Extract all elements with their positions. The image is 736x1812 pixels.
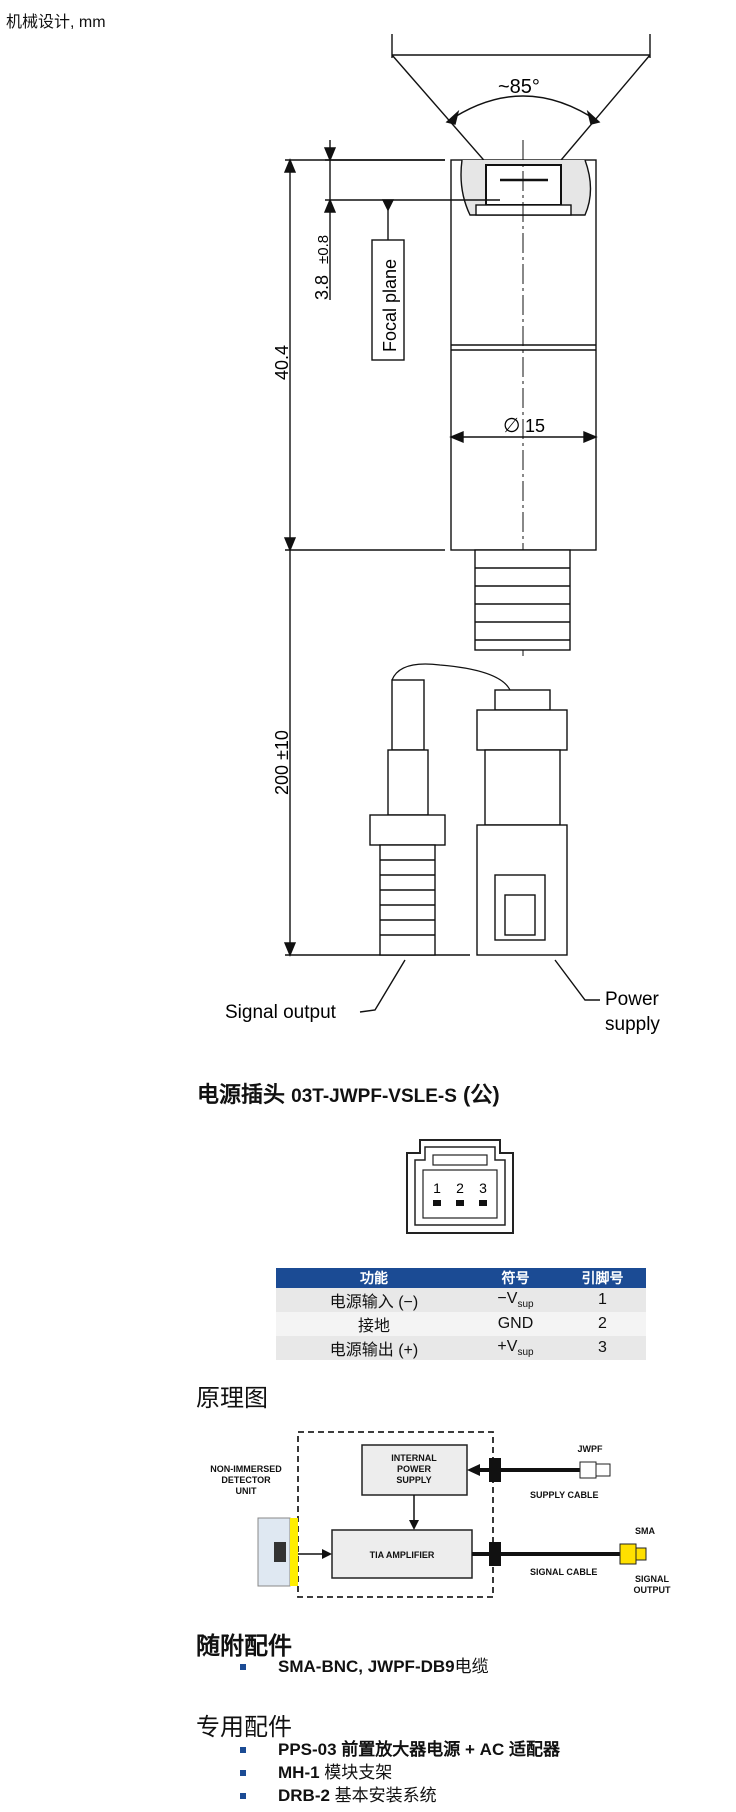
header-symbol: 符号 — [472, 1268, 559, 1288]
connector-title-cn: 电源插头 — [197, 1082, 286, 1107]
special-accessories-list: PPS-03 前置放大器电源 + AC 适配器 MH-1 模块支架 DRB-2 … — [240, 1738, 560, 1807]
power-connector — [476, 709, 568, 751]
detector-label-line2: DETECTOR — [221, 1475, 271, 1485]
tia-label: TIA AMPLIFIER — [370, 1550, 435, 1560]
principle-title: 原理图 — [196, 1384, 268, 1412]
principle-diagram: NON-IMMERSED DETECTOR UNIT INTERNAL POWE… — [210, 1431, 672, 1598]
list-item: PPS-03 前置放大器电源 + AC 适配器 — [240, 1738, 560, 1761]
pin-2-label: 2 — [456, 1180, 464, 1196]
list-item: DRB-2 基本安装系统 — [240, 1784, 560, 1807]
signal-output-line2: OUTPUT — [634, 1585, 672, 1595]
pin-3-label: 3 — [479, 1180, 487, 1196]
row-pin: 3 — [559, 1336, 646, 1360]
connector-gender: (公) — [463, 1082, 500, 1107]
jwpf-label: JWPF — [577, 1444, 603, 1454]
row-symbol: GND — [472, 1312, 559, 1336]
row-pin: 2 — [559, 1312, 646, 1336]
row-symbol: −Vsup — [472, 1288, 559, 1312]
table-row: 电源输出 (+) +Vsup 3 — [276, 1336, 646, 1360]
special-accessories-title: 专用配件 — [196, 1713, 292, 1741]
row-pin: 1 — [559, 1288, 646, 1312]
connector-title: 电源插头 03T-JWPF-VSLE-S (公) — [197, 1077, 500, 1109]
sma-thread — [379, 844, 436, 956]
sma-nut — [369, 814, 446, 846]
diameter-symbol: ∅ — [503, 415, 520, 437]
list-item: SMA-BNC, JWPF-DB9电缆 — [240, 1655, 489, 1678]
threaded-tail — [474, 549, 571, 651]
focal-tolerance-value: 3.8 — [312, 275, 332, 300]
connector-model: 03T-JWPF-VSLE-S — [291, 1086, 457, 1107]
signal-cable-label: SIGNAL CABLE — [530, 1567, 597, 1577]
list-item: MH-1 模块支架 — [240, 1761, 560, 1784]
pin-1-label: 1 — [433, 1180, 441, 1196]
cable-length-label: 200 ±10 — [272, 730, 292, 795]
supply-cable-label: SUPPLY CABLE — [530, 1490, 599, 1500]
signal-output-line1: SIGNAL — [635, 1574, 670, 1584]
table-row: 接地 GND 2 — [276, 1312, 646, 1336]
tia-amplifier-block — [331, 1529, 473, 1579]
pin-table: 功能 符号 引脚号 电源输入 (−) −Vsup 1 接地 GND 2 电源输出… — [276, 1268, 646, 1360]
row-function: 电源输出 (+) — [276, 1336, 472, 1360]
power-supply-label-line1: Power — [605, 989, 660, 1010]
header-function: 功能 — [276, 1268, 472, 1288]
accessories-list: SMA-BNC, JWPF-DB9电缆 — [240, 1655, 489, 1678]
accessories-title: 随附配件 — [196, 1633, 292, 1660]
detector-label-line1: NON-IMMERSED — [210, 1464, 282, 1474]
angle-arc — [446, 95, 600, 123]
diameter-value: 15 — [525, 416, 545, 436]
power-block-line2: POWER — [397, 1464, 432, 1474]
header-pin: 引脚号 — [559, 1268, 646, 1288]
table-row: 电源输入 (−) −Vsup 1 — [276, 1288, 646, 1312]
length-label: 40.4 — [272, 345, 292, 380]
power-block-line1: INTERNAL — [391, 1453, 437, 1463]
detector-label-line3: UNIT — [236, 1486, 257, 1496]
connector-face: 1 2 3 — [406, 1139, 514, 1234]
signal-cable — [391, 679, 425, 751]
row-symbol: +Vsup — [472, 1336, 559, 1360]
row-function: 电源输入 (−) — [276, 1288, 472, 1312]
drawing-caption: 机械设计, mm — [6, 14, 106, 31]
focal-tolerance-suffix: ±0.8 — [315, 235, 332, 264]
signal-output-label: Signal output — [225, 1002, 337, 1023]
focal-plane-label: Focal plane — [380, 259, 400, 352]
angle-label: ~85° — [498, 76, 540, 98]
sma-label: SMA — [635, 1526, 656, 1536]
mechanical-drawing: ~85° 3.8 ±0.8 Focal plane 40.4 ∅ 15 200 … — [225, 34, 660, 1035]
internal-power-supply-block — [361, 1444, 468, 1496]
power-block-line3: SUPPLY — [396, 1475, 431, 1485]
power-supply-label-line2: supply — [605, 1014, 660, 1035]
row-function: 接地 — [276, 1312, 472, 1336]
